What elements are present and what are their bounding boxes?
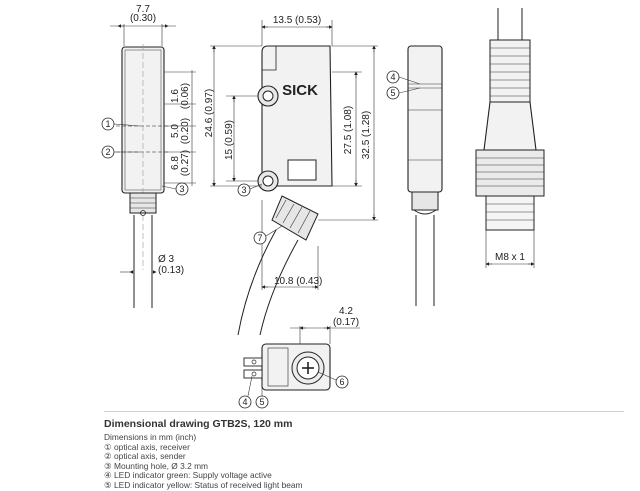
drawing-legend: Dimensional drawing GTB2S, 120 mm Dimens…: [104, 411, 624, 491]
bottom-view: 4.2 (0.17) 4 5 6: [238, 306, 360, 409]
legend-item-number: ③: [104, 460, 112, 471]
dim-0-27: (0.27): [180, 150, 191, 176]
legend-item-text: Mounting hole, Ø 3.2 mm: [114, 460, 209, 471]
callout-4-bottom: 4: [242, 397, 247, 407]
side-view: 13.5 (0.53) SICK 24.6 (0.97) 15: [204, 15, 378, 336]
dim-0-13: (0.13): [158, 265, 184, 276]
legend-units: Dimensions in mm (inch): [104, 432, 197, 442]
sensor-rear-body: [407, 45, 443, 193]
legend-item-text: optical axis, receiver: [114, 441, 190, 452]
legend-item-number: ④: [104, 470, 112, 481]
dim-13-5: 13.5 (0.53): [273, 15, 321, 26]
dim-10-8: 10.8 (0.43): [274, 276, 322, 287]
dim-4-2: 4.2: [339, 306, 353, 317]
legend-title: Dimensional drawing GTB2S, 120 mm: [104, 418, 293, 430]
dim-0-17: (0.17): [333, 317, 359, 328]
dimensional-drawing: 7.7 (0.30) 1.6 (0.06) 5.0 (0.20) 6.8 (0.…: [101, 4, 545, 409]
legend-item-text: LED indicator yellow: Status of received…: [114, 479, 303, 490]
sick-logo: SICK: [282, 82, 318, 99]
dim-5-0: 5.0: [170, 124, 181, 138]
dim-24-6: 24.6 (0.97): [204, 89, 215, 137]
legend-item-text: optical axis, sender: [114, 451, 186, 462]
dim-15: 15 (0.59): [224, 120, 235, 160]
legend-item-number: ②: [104, 451, 112, 462]
callout-3: 3: [179, 184, 184, 194]
connector-view: M8 x 1: [475, 8, 545, 268]
dim-27-5: 27.5 (1.08): [343, 106, 354, 154]
legend-item-text: LED indicator green: Supply voltage acti…: [114, 470, 272, 481]
dim-0-30: (0.30): [130, 13, 156, 24]
dim-7-7: 7.7: [136, 4, 150, 15]
dim-0-06: (0.06): [180, 83, 191, 109]
legend-item-number: ①: [104, 441, 112, 452]
rear-view: 4 5: [386, 45, 443, 306]
dim-dia-3: Ø 3: [158, 254, 175, 265]
callout-7: 7: [257, 233, 262, 243]
legend-item-number: ⑤: [104, 479, 112, 490]
callout-4: 4: [390, 72, 395, 82]
callout-3-side: 3: [241, 185, 246, 195]
dim-0-20: (0.20): [180, 118, 191, 144]
front-view: 7.7 (0.30) 1.6 (0.06) 5.0 (0.20) 6.8 (0.…: [101, 4, 196, 308]
callout-5: 5: [390, 88, 395, 98]
dim-6-8: 6.8: [170, 156, 181, 170]
callout-1: 1: [105, 119, 110, 129]
callout-2: 2: [105, 147, 110, 157]
callout-5-bottom: 5: [259, 397, 264, 407]
dim-32-5: 32.5 (1.28): [361, 111, 372, 159]
dim-1-6: 1.6: [170, 89, 181, 103]
sensor-side-body: [261, 45, 333, 187]
dim-m8: M8 x 1: [495, 252, 525, 263]
callout-6: 6: [339, 377, 344, 387]
